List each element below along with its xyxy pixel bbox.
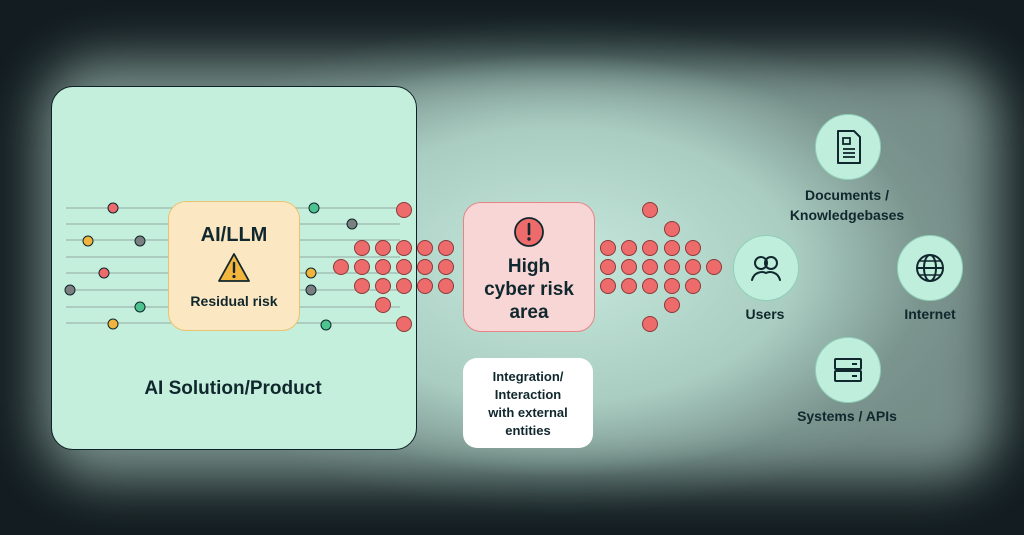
risk-dot <box>354 278 370 294</box>
risk-dot <box>685 240 701 256</box>
risk-area-label: High cyber risk area <box>464 255 594 324</box>
globe-icon <box>916 254 944 282</box>
documents-label-line-1: Documents / <box>804 187 889 203</box>
high-risk-area-box: High cyber risk area <box>463 202 595 332</box>
risk-dot <box>600 259 616 275</box>
risk-dot <box>396 240 412 256</box>
risk-label-line-1: High <box>507 256 551 277</box>
risk-dot <box>664 259 680 275</box>
risk-dot <box>396 202 412 218</box>
flow-dot <box>134 235 146 247</box>
risk-dot <box>438 240 454 256</box>
integration-label: Integration/ Interaction with external e… <box>463 368 593 440</box>
risk-label-line-3: area <box>509 302 549 323</box>
flow-dot <box>107 318 119 330</box>
risk-dot <box>375 259 391 275</box>
risk-dot <box>685 259 701 275</box>
systems-node <box>815 337 881 403</box>
ai-llm-box: AI/LLM Residual risk <box>168 201 300 331</box>
risk-dot <box>621 278 637 294</box>
risk-dot <box>396 278 412 294</box>
risk-dot <box>642 278 658 294</box>
risk-dot <box>600 278 616 294</box>
risk-dot <box>642 202 658 218</box>
flow-dot <box>82 235 94 247</box>
risk-dot <box>396 259 412 275</box>
integration-line-4: entities <box>505 423 551 438</box>
alert-circle-icon <box>514 217 544 247</box>
risk-dot <box>621 259 637 275</box>
integration-line-1: Integration/ <box>492 369 564 384</box>
flow-dot <box>64 284 76 296</box>
users-node <box>733 235 799 301</box>
flow-dot <box>98 267 110 279</box>
risk-dot <box>375 240 391 256</box>
risk-dot <box>664 278 680 294</box>
risk-dot <box>333 259 349 275</box>
warning-icon <box>218 253 250 282</box>
risk-dot <box>417 278 433 294</box>
risk-dot <box>685 278 701 294</box>
integration-line-3: with external <box>488 405 568 420</box>
risk-dot <box>642 240 658 256</box>
users-label: Users <box>745 306 785 322</box>
document-icon <box>837 130 861 164</box>
risk-dot <box>664 221 680 237</box>
integration-box: Integration/ Interaction with external e… <box>463 358 593 448</box>
risk-dot <box>417 240 433 256</box>
server-icon <box>834 358 862 382</box>
flow-dot <box>346 218 358 230</box>
risk-dot <box>664 240 680 256</box>
users-icon <box>751 256 781 281</box>
llm-title: AI/LLM <box>200 224 268 246</box>
risk-dot <box>354 240 370 256</box>
risk-dot <box>706 259 722 275</box>
risk-dot <box>664 297 680 313</box>
integration-line-2: Interaction <box>494 387 562 402</box>
documents-label-line-2: Knowledgebases <box>789 207 905 223</box>
risk-label-line-2: cyber risk <box>484 279 574 300</box>
risk-dot <box>417 259 433 275</box>
risk-dot <box>396 316 412 332</box>
internet-label: Internet <box>904 306 956 322</box>
systems-label: Systems / APIs <box>797 408 897 424</box>
documents-node <box>815 114 881 180</box>
risk-dot <box>642 316 658 332</box>
flow-dot <box>134 301 146 313</box>
internet-node <box>897 235 963 301</box>
documents-label: Documents / Knowledgebases <box>770 185 924 225</box>
risk-dot <box>438 278 454 294</box>
risk-dot <box>354 259 370 275</box>
flow-dot <box>107 202 119 214</box>
risk-dot <box>642 259 658 275</box>
risk-dot <box>375 278 391 294</box>
risk-dot <box>600 240 616 256</box>
risk-dot <box>375 297 391 313</box>
flow-dot <box>305 267 317 279</box>
flow-dot <box>320 319 332 331</box>
llm-subtitle: Residual risk <box>190 293 278 309</box>
product-title: AI Solution/Product <box>144 378 322 399</box>
flow-dot <box>308 202 320 214</box>
flow-dot <box>305 284 317 296</box>
risk-dot <box>621 240 637 256</box>
risk-dot <box>438 259 454 275</box>
